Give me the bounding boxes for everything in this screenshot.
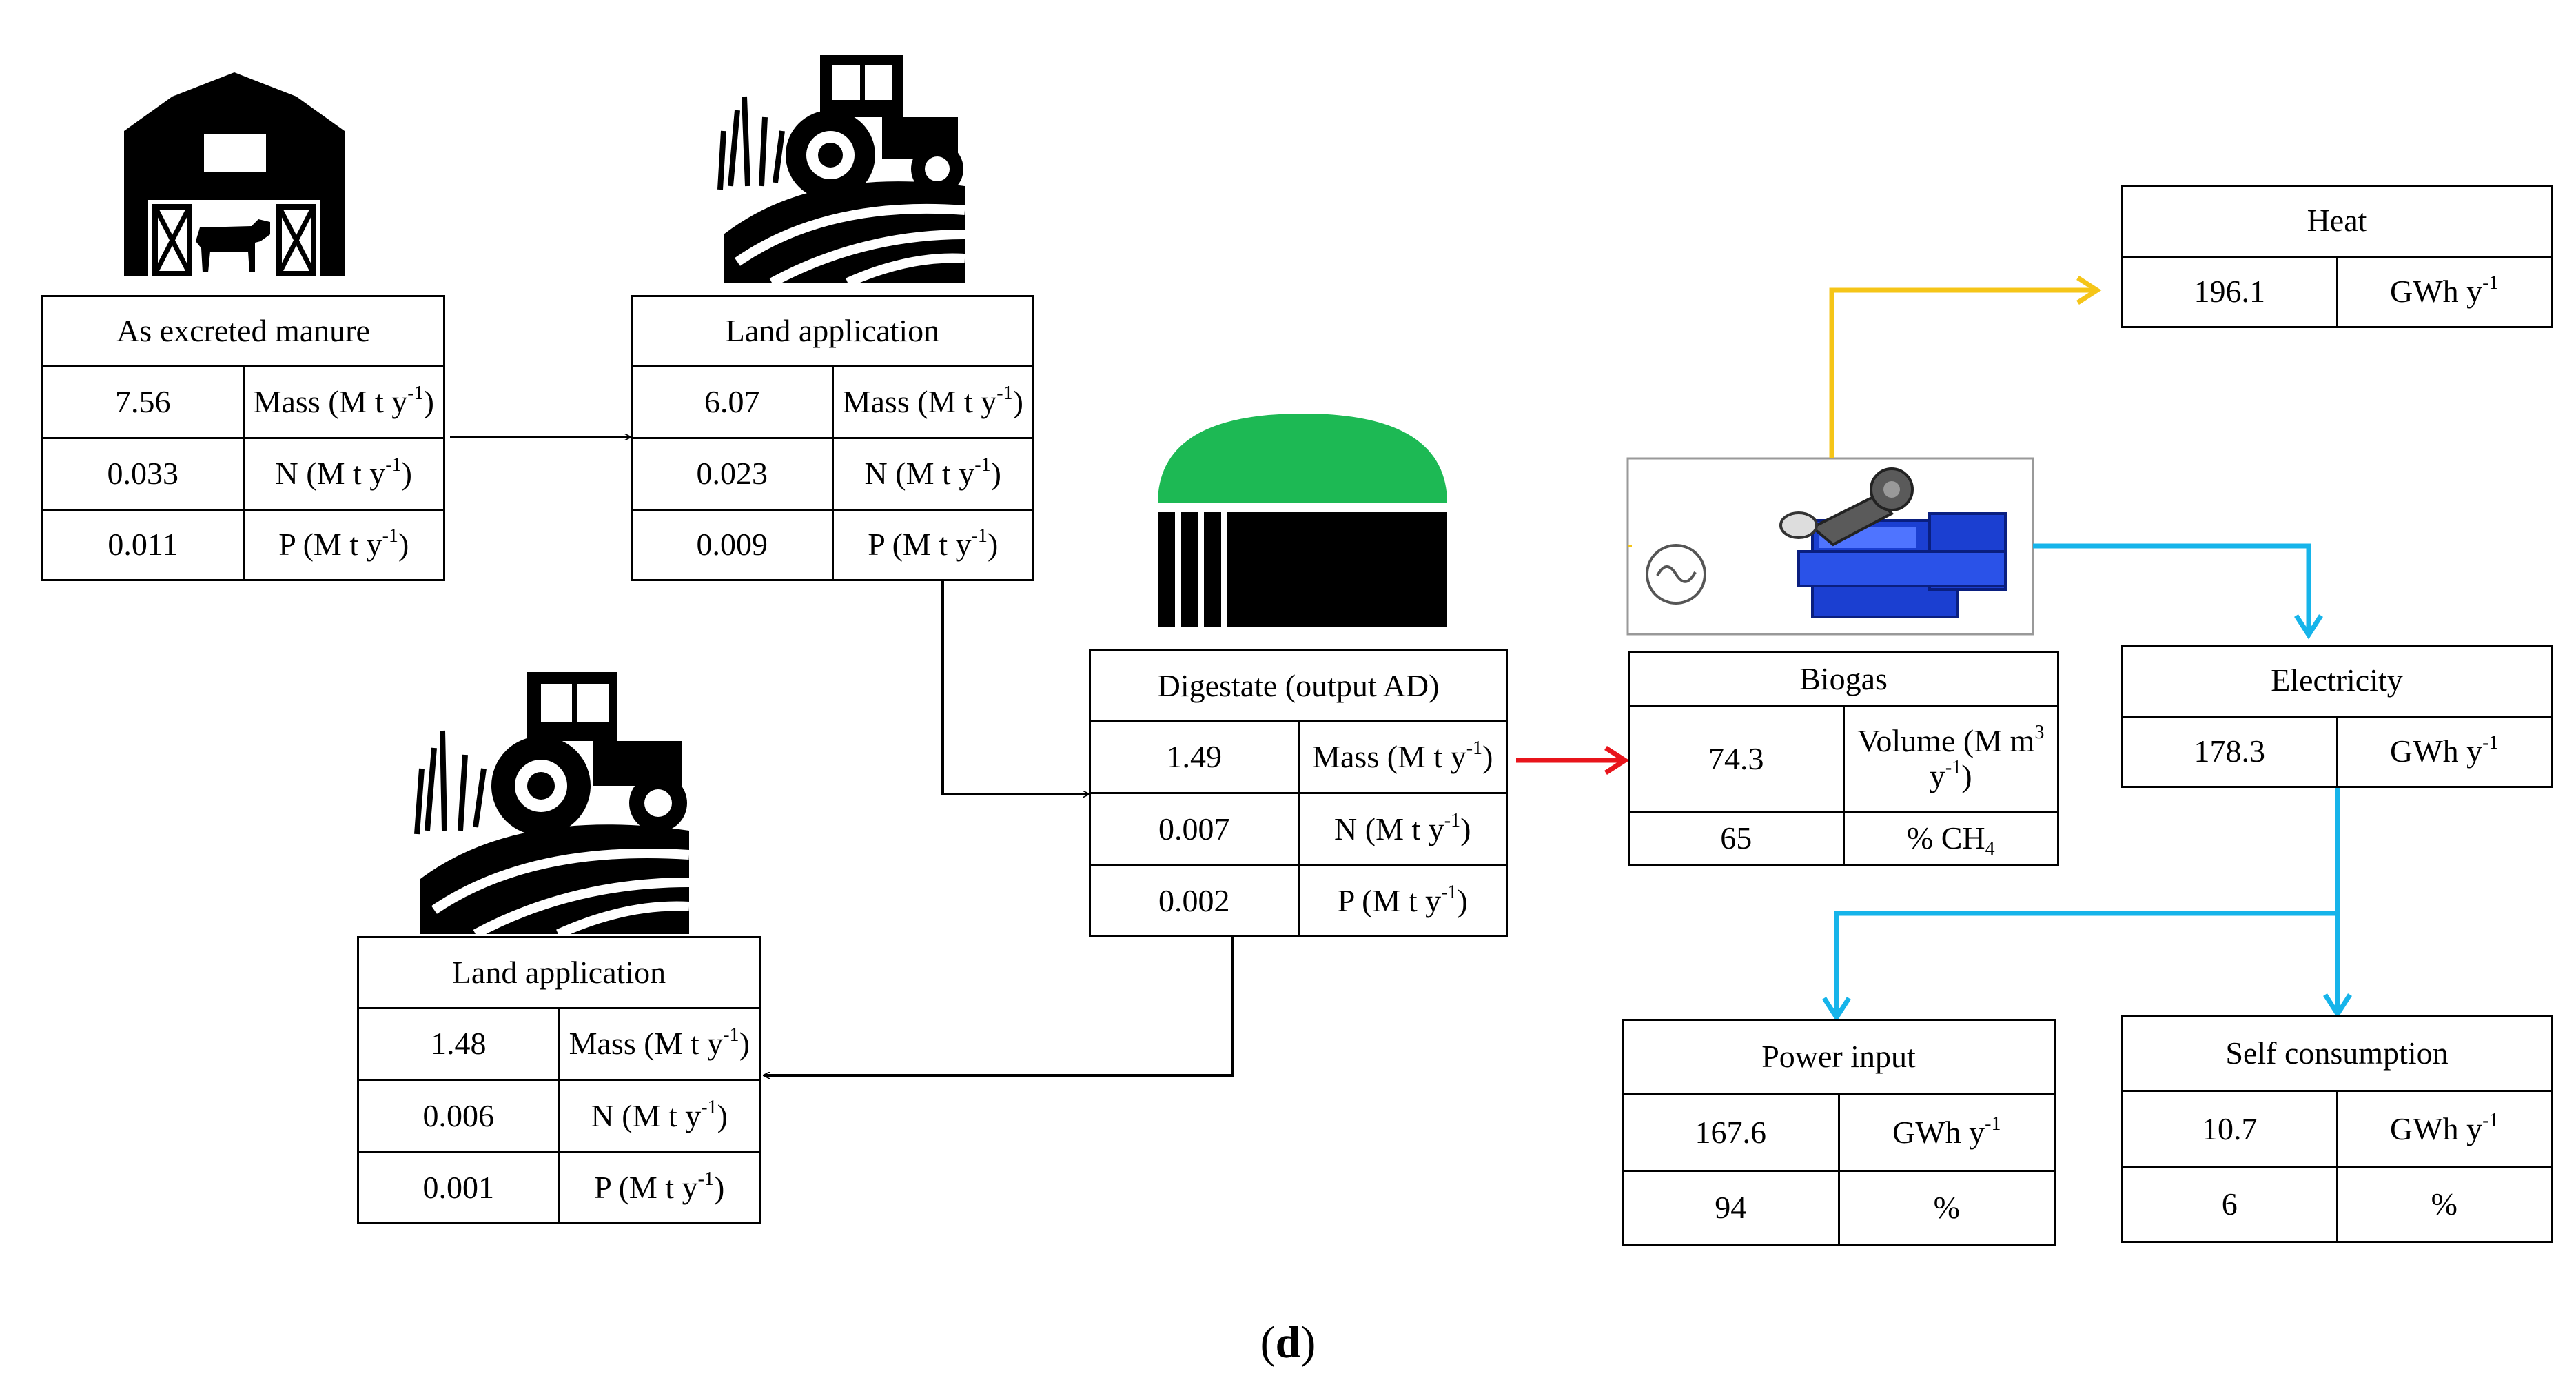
manure-box: As excreted manure 7.56 Mass (M t y-1) 0… xyxy=(41,295,445,581)
connector-arrows xyxy=(450,276,2352,1075)
value-cell: 0.033 xyxy=(43,436,245,511)
label-cell: Mass (M t y-1) xyxy=(831,365,1032,439)
electricity-box: Electricity 178.3 GWh y-1 xyxy=(2121,645,2553,788)
box-title: Biogas xyxy=(1630,653,2057,707)
value-cell: 196.1 xyxy=(2123,255,2338,326)
value-cell: 6 xyxy=(2123,1166,2338,1241)
value-cell: 167.6 xyxy=(1624,1093,1840,1172)
label-cell: Mass (M t y-1) xyxy=(558,1007,759,1082)
biogas-box: Biogas 74.3 Volume (M m3 y-1) 65 % CH4 xyxy=(1628,651,2059,866)
value-cell: 7.56 xyxy=(43,365,245,439)
box-title: Land application xyxy=(633,297,1032,368)
label-cell: GWh y-1 xyxy=(2335,1090,2551,1168)
tractor-field-icon-2 xyxy=(407,658,696,939)
label-cell: P (M t y-1) xyxy=(831,508,1032,579)
box-title: Land application xyxy=(359,938,759,1010)
value-cell: 0.001 xyxy=(359,1150,560,1222)
label-cell: P (M t y-1) xyxy=(1297,864,1506,935)
value-cell: 6.07 xyxy=(633,365,834,439)
label-cell: P (M t y-1) xyxy=(558,1150,759,1222)
power-input-box: Power input 167.6 GWh y-1 94 % xyxy=(1622,1019,2056,1246)
biodigester-icon xyxy=(1158,414,1447,627)
value-cell: 74.3 xyxy=(1630,705,1845,813)
label-cell: N (M t y-1) xyxy=(831,436,1032,511)
value-cell: 0.007 xyxy=(1091,792,1300,866)
value-cell: 65 xyxy=(1630,811,1845,864)
label-cell: % CH4 xyxy=(1842,811,2057,864)
label-cell: % xyxy=(2335,1166,2551,1241)
label-cell: GWh y-1 xyxy=(2335,715,2551,786)
value-cell: 0.023 xyxy=(633,436,834,511)
heat-box: Heat 196.1 GWh y-1 xyxy=(2121,185,2553,328)
label-cell: N (M t y-1) xyxy=(1297,792,1506,866)
value-cell: 1.48 xyxy=(359,1007,560,1082)
label-cell: Mass (M t y-1) xyxy=(1297,720,1506,795)
barn-with-cow-icon xyxy=(124,72,345,276)
box-title: Heat xyxy=(2123,187,2551,258)
value-cell: 0.006 xyxy=(359,1079,560,1153)
label-cell: % xyxy=(1837,1169,2054,1244)
value-cell: 94 xyxy=(1624,1169,1840,1244)
label-cell: Volume (M m3 y-1) xyxy=(1842,705,2057,813)
box-title: Power input xyxy=(1624,1021,2054,1096)
land-application-box-2: Land application 1.48 Mass (M t y-1) 0.0… xyxy=(357,936,761,1224)
value-cell: 10.7 xyxy=(2123,1090,2338,1168)
digestate-box: Digestate (output AD) 1.49 Mass (M t y-1… xyxy=(1089,649,1508,937)
land-application-box-1: Land application 6.07 Mass (M t y-1) 0.0… xyxy=(631,295,1034,581)
label-cell: GWh y-1 xyxy=(1837,1093,2054,1172)
value-cell: 0.002 xyxy=(1091,864,1300,935)
self-consumption-box: Self consumption 10.7 GWh y-1 6 % xyxy=(2121,1015,2553,1243)
label-cell: P (M t y-1) xyxy=(242,508,443,579)
value-cell: 0.009 xyxy=(633,508,834,579)
label-cell: N (M t y-1) xyxy=(558,1079,759,1153)
label-cell: Mass (M t y-1) xyxy=(242,365,443,439)
label-cell: GWh y-1 xyxy=(2335,255,2551,326)
box-title: Self consumption xyxy=(2123,1017,2551,1093)
tractor-field-icon xyxy=(710,28,972,287)
box-title: As excreted manure xyxy=(43,297,443,368)
value-cell: 178.3 xyxy=(2123,715,2338,786)
value-cell: 1.49 xyxy=(1091,720,1300,795)
box-title: Electricity xyxy=(2123,647,2551,718)
figure-caption: (d) xyxy=(1260,1317,1316,1368)
chp-engine-generator-icon xyxy=(1626,457,2034,636)
value-cell: 0.011 xyxy=(43,508,245,579)
label-cell: N (M t y-1) xyxy=(242,436,443,511)
box-title: Digestate (output AD) xyxy=(1091,651,1506,723)
